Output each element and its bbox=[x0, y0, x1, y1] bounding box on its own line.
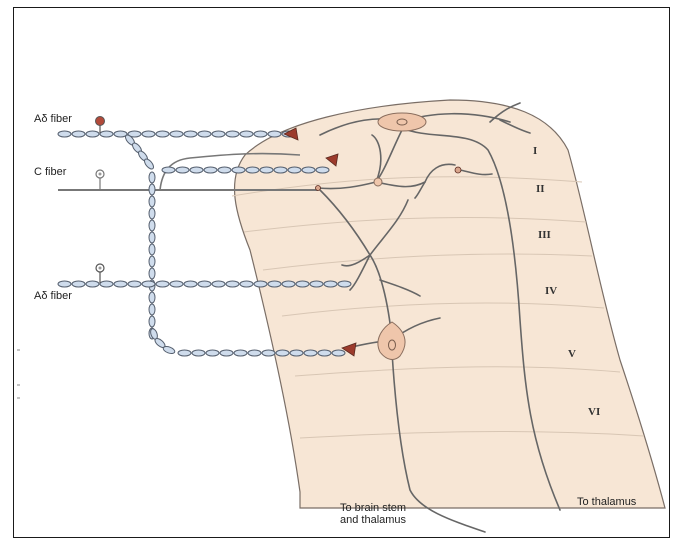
lamina-II-interneuron bbox=[374, 178, 382, 186]
myelin-segment bbox=[288, 167, 301, 173]
myelin-segment bbox=[204, 167, 217, 173]
myelin-segment bbox=[178, 350, 191, 356]
lamina-III: III bbox=[538, 229, 551, 241]
myelin-segment bbox=[296, 281, 309, 287]
myelin-segment bbox=[254, 131, 267, 137]
myelin-segment bbox=[290, 350, 303, 356]
myelin-segment bbox=[149, 256, 155, 267]
myelin-segment bbox=[324, 281, 337, 287]
myelin-segment bbox=[254, 281, 267, 287]
myelin-segment bbox=[316, 167, 329, 173]
myelin-segment bbox=[332, 350, 345, 356]
myelin-segment bbox=[206, 350, 219, 356]
myelin-segment bbox=[149, 268, 155, 279]
label-to-thalamus: To thalamus bbox=[577, 496, 637, 508]
myelin-segment bbox=[176, 167, 189, 173]
myelin-segment bbox=[190, 167, 203, 173]
myelin-segment bbox=[184, 131, 197, 137]
myelin-segment bbox=[268, 281, 281, 287]
myelin-segment bbox=[226, 131, 239, 137]
a-delta-soma-top bbox=[96, 117, 105, 134]
myelin-segment bbox=[184, 281, 197, 287]
myelin-segment bbox=[100, 281, 113, 287]
myelin-segment bbox=[72, 131, 85, 137]
myelin-segment bbox=[149, 172, 155, 183]
lamina-I-neuron bbox=[378, 113, 426, 131]
myelin-segment bbox=[248, 350, 261, 356]
myelin-segment bbox=[162, 167, 175, 173]
myelin-segment bbox=[170, 131, 183, 137]
myelin-segment bbox=[149, 232, 155, 243]
myelin-segment bbox=[162, 345, 175, 355]
myelin-segment bbox=[276, 350, 289, 356]
myelin-segment bbox=[149, 184, 155, 195]
myelin-segment bbox=[170, 281, 183, 287]
lamina-I: I bbox=[533, 145, 537, 157]
myelin-segment bbox=[149, 220, 155, 231]
myelin-segment bbox=[304, 350, 317, 356]
myelin-segment bbox=[114, 131, 127, 137]
myelin-segment bbox=[318, 350, 331, 356]
myelin-segment bbox=[143, 157, 155, 170]
myelin-segment bbox=[302, 167, 315, 173]
myelin-segment bbox=[149, 208, 155, 219]
myelin-segment bbox=[128, 281, 141, 287]
myelin-segment bbox=[100, 131, 113, 137]
myelin-segment bbox=[338, 281, 351, 287]
myelin-segment bbox=[262, 350, 275, 356]
myelin-segment bbox=[149, 196, 155, 207]
myelin-segment bbox=[274, 167, 287, 173]
myelin-segment bbox=[282, 281, 295, 287]
myelin-segment bbox=[149, 244, 155, 255]
myelin-segment bbox=[149, 292, 155, 303]
margin-ticks bbox=[17, 350, 20, 398]
myelin-segment bbox=[142, 131, 155, 137]
myelin-segment bbox=[218, 167, 231, 173]
myelin-segment bbox=[156, 281, 169, 287]
dorsal-horn-tissue bbox=[235, 100, 665, 508]
lamina-V: V bbox=[568, 348, 576, 360]
myelin-segment bbox=[149, 304, 155, 315]
myelin-segment bbox=[58, 281, 71, 287]
label-a-delta-fiber-bottom: Aδ fiber bbox=[34, 290, 72, 302]
myelin-segment bbox=[114, 281, 127, 287]
myelin-segment bbox=[240, 131, 253, 137]
myelin-segment bbox=[198, 281, 211, 287]
myelin-segment bbox=[212, 281, 225, 287]
label-to-brainstem-line2: and thalamus bbox=[340, 514, 407, 526]
myelin-segment bbox=[240, 281, 253, 287]
myelin-segment bbox=[72, 281, 85, 287]
a-delta-soma-bottom bbox=[96, 264, 104, 283]
myelin-segment bbox=[192, 350, 205, 356]
myelin-segment bbox=[156, 131, 169, 137]
lamina-VI: VI bbox=[588, 406, 600, 418]
myelin-segment bbox=[86, 131, 99, 137]
myelin-segment bbox=[246, 167, 259, 173]
myelin-segment bbox=[212, 131, 225, 137]
lamina-IV: IV bbox=[545, 285, 557, 297]
myelin-segment bbox=[310, 281, 323, 287]
label-a-delta-fiber-top: Aδ fiber bbox=[34, 113, 72, 125]
myelin-segment bbox=[232, 167, 245, 173]
myelin-segment bbox=[260, 167, 273, 173]
myelin-segment bbox=[149, 316, 155, 327]
myelin-segment bbox=[234, 350, 247, 356]
myelin-segment bbox=[220, 350, 233, 356]
myelin-segment bbox=[226, 281, 239, 287]
myelin-segment bbox=[58, 131, 71, 137]
myelin-segment bbox=[198, 131, 211, 137]
myelin-segment bbox=[86, 281, 99, 287]
myelin-segment bbox=[268, 131, 281, 137]
label-c-fiber: C fiber bbox=[34, 166, 67, 178]
myelin-segment bbox=[142, 281, 155, 287]
label-to-brainstem-line1: To brain stem bbox=[340, 502, 406, 514]
lamina-II: II bbox=[536, 183, 545, 195]
